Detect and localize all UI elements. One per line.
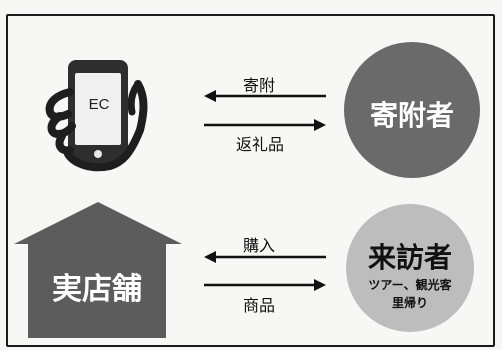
smartphone-hand-icon xyxy=(45,60,148,172)
visitor-sub-line1: ツアー、観光客 xyxy=(368,278,452,292)
arrow-donation-left xyxy=(204,90,326,102)
purchase-label: 購入 xyxy=(243,236,276,255)
gift-label: 返礼品 xyxy=(236,135,285,154)
product-label: 商品 xyxy=(243,296,276,315)
visitor-label: 来訪者 xyxy=(367,241,452,274)
visitor-circle xyxy=(346,204,474,332)
arrow-gift-right xyxy=(204,119,326,131)
donor-label: 寄附者 xyxy=(369,99,454,132)
store-label: 実店舗 xyxy=(52,272,142,307)
arrow-product-right xyxy=(204,279,326,291)
arrow-purchase-left xyxy=(204,251,326,263)
phone-screen-label: EC xyxy=(88,96,110,113)
store-house-shape xyxy=(14,202,182,338)
visitor-sub-line2: 里帰り xyxy=(391,296,428,310)
donor-circle xyxy=(344,42,480,178)
donation-label: 寄附 xyxy=(243,76,276,95)
